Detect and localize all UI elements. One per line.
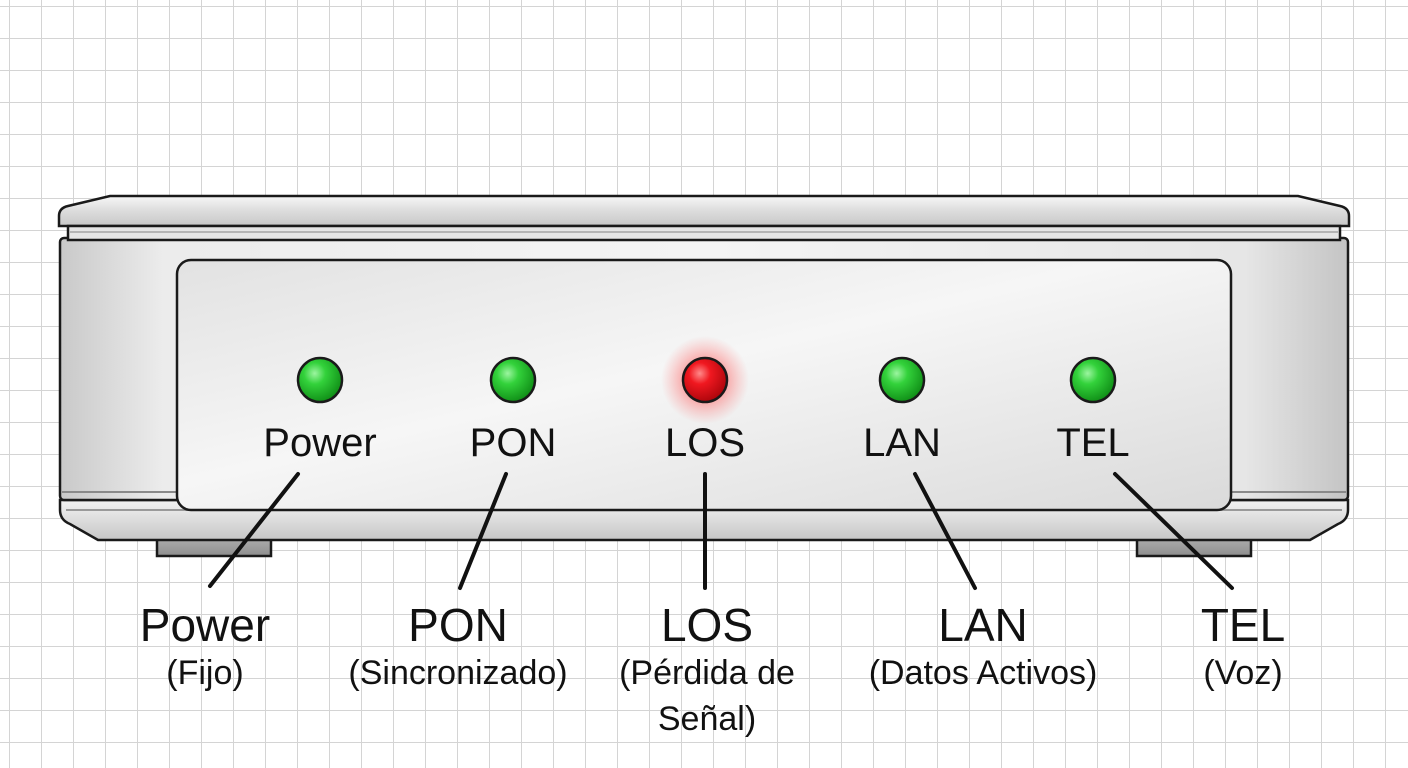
callout-desc-los: (Pérdida de bbox=[619, 654, 795, 692]
led-pon bbox=[489, 356, 537, 404]
callout-desc-lan: (Datos Activos) bbox=[869, 654, 1098, 692]
callout-title-lan: LAN bbox=[938, 599, 1027, 651]
panel-label-tel: TEL bbox=[1056, 421, 1129, 465]
callout-desc-los: Señal) bbox=[658, 700, 756, 738]
led-los bbox=[681, 356, 729, 404]
led-power bbox=[296, 356, 344, 404]
panel-label-los: LOS bbox=[665, 421, 745, 465]
router-lid bbox=[57, 194, 1351, 228]
panel-label-lan: LAN bbox=[863, 421, 941, 465]
leader-line-power bbox=[208, 472, 300, 588]
led-tel bbox=[1069, 356, 1117, 404]
callout-desc-pon: (Sincronizado) bbox=[348, 654, 567, 692]
callout-desc-tel: (Voz) bbox=[1203, 654, 1282, 692]
leader-line-pon bbox=[458, 472, 508, 590]
panel-label-power: Power bbox=[263, 421, 376, 465]
led-lan bbox=[878, 356, 926, 404]
callout-title-los: LOS bbox=[661, 599, 753, 651]
callout-desc-power: (Fijo) bbox=[166, 654, 243, 692]
callout-title-pon: PON bbox=[408, 599, 508, 651]
leader-line-lan bbox=[913, 472, 977, 590]
callout-title-power: Power bbox=[140, 599, 270, 651]
callout-title-tel: TEL bbox=[1201, 599, 1285, 651]
panel-label-pon: PON bbox=[470, 421, 557, 465]
leader-line-tel bbox=[1113, 472, 1234, 590]
